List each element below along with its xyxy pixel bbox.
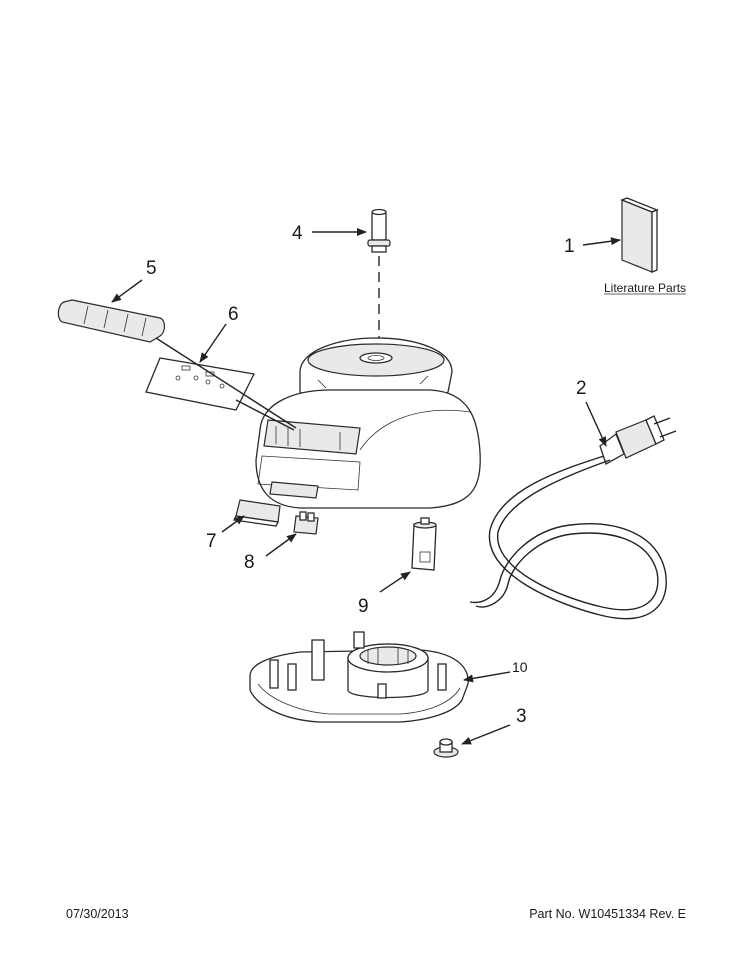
callout-7-leader bbox=[221, 515, 245, 533]
callout-9: 9 bbox=[358, 596, 369, 617]
panel-to-housing-line bbox=[155, 337, 297, 429]
drive-shaft bbox=[367, 208, 391, 253]
callout-10: 10 bbox=[512, 659, 528, 675]
callout-5-leader bbox=[111, 279, 143, 303]
callout-8: 8 bbox=[244, 552, 255, 573]
callout-5: 5 bbox=[146, 258, 157, 279]
motor bbox=[411, 517, 437, 571]
literature-booklet bbox=[620, 197, 659, 273]
footer-part-number: Part No. W10451334 Rev. E bbox=[529, 907, 686, 921]
button-panel bbox=[57, 299, 166, 343]
control-board bbox=[145, 357, 255, 411]
callout-4: 4 bbox=[292, 223, 303, 244]
nameplate-badge bbox=[233, 499, 281, 527]
callout-9-leader bbox=[379, 571, 411, 593]
footer-date: 07/30/2013 bbox=[66, 907, 129, 921]
board-to-housing-line bbox=[235, 399, 295, 431]
switch bbox=[293, 511, 319, 535]
callout-6-leader bbox=[199, 323, 227, 363]
base-plate bbox=[249, 631, 469, 723]
motor-housing bbox=[255, 337, 481, 509]
power-cord bbox=[469, 415, 677, 620]
callout-7: 7 bbox=[206, 531, 217, 552]
callout-3-leader bbox=[461, 724, 511, 745]
callout-10-leader bbox=[463, 671, 511, 683]
callout-2: 2 bbox=[576, 378, 587, 399]
rubber-foot bbox=[433, 738, 459, 758]
callout-1-leader bbox=[582, 237, 621, 246]
callout-3: 3 bbox=[516, 706, 527, 727]
callout-2-leader bbox=[585, 401, 607, 447]
callout-1: 1 bbox=[564, 236, 575, 257]
callout-6: 6 bbox=[228, 304, 239, 325]
literature-parts-label: Literature Parts bbox=[604, 281, 686, 295]
callout-8-leader bbox=[265, 533, 297, 557]
